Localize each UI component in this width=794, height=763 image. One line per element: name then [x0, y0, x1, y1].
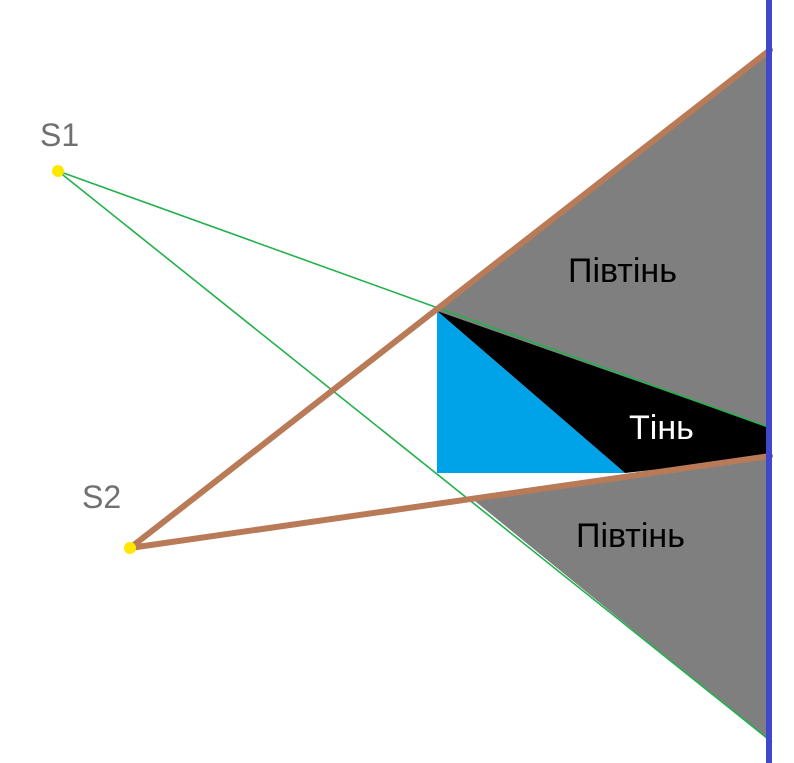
penumbra-top-region [437, 50, 768, 427]
penumbra-bottom-label: Півтінь [576, 517, 685, 555]
ray-s1-to-object-bottom [57, 170, 773, 743]
source-s1-label: S1 [40, 117, 79, 153]
source-s2-point [124, 542, 136, 554]
ray-s2-to-object-bottom [127, 453, 773, 551]
umbra-label: Тінь [629, 409, 694, 447]
penumbra-top-label: Півтінь [568, 252, 677, 290]
penumbra-bottom-region [470, 457, 768, 740]
source-s2-label: S2 [82, 479, 121, 515]
ray-s2-to-object-top [127, 47, 773, 551]
source-s1-point [52, 165, 64, 177]
screen-line [766, 0, 772, 763]
object-shape [437, 311, 625, 473]
ray-s1-to-object-top [57, 170, 769, 428]
umbra-region [437, 311, 768, 473]
